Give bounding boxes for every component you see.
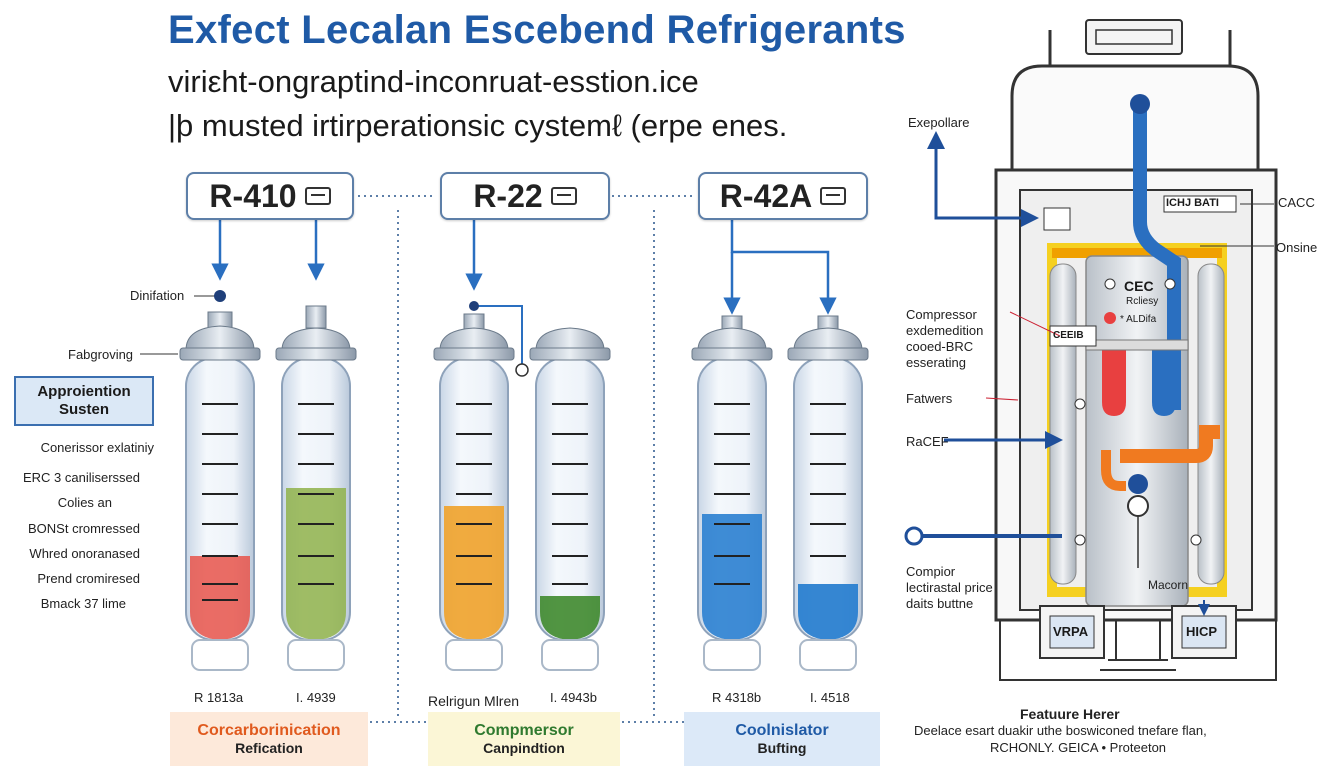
feature-line-2: RCHONLY. GEICA • Proteeton bbox=[990, 740, 1167, 755]
bottom-box-title: Corcarborinication bbox=[197, 722, 341, 739]
refrigerant-label: R-22 bbox=[473, 177, 543, 214]
refrigerant-box-r42a[interactable]: R-42A bbox=[698, 172, 868, 220]
label-compior-2: lectirastal price bbox=[906, 580, 993, 595]
inner-marker-label: * ALDifa bbox=[1120, 314, 1157, 325]
left-list-item: Colies an bbox=[57, 495, 112, 510]
approiention-box: Approiention Susten bbox=[14, 376, 154, 426]
cylinder-r22-a bbox=[433, 313, 515, 671]
base-left-label: VRPA bbox=[1053, 624, 1089, 639]
left-list-item: Whred onoranased bbox=[29, 546, 140, 561]
cylinder-label: I. 4518 bbox=[810, 690, 850, 705]
bottom-box-coolnislator: Coolnislator Bufting bbox=[684, 712, 880, 766]
approiention-box-line1: Approiention bbox=[37, 383, 131, 400]
inner-ceo-label: CEC bbox=[1124, 278, 1154, 294]
cylinder-diagram bbox=[140, 195, 869, 723]
inner-top-panel-label: ICHJ BATI bbox=[1166, 197, 1219, 209]
refrigerant-label: R-42A bbox=[719, 177, 813, 214]
inner-macorn-label: Macorn bbox=[1148, 578, 1189, 592]
tag-icon bbox=[304, 187, 331, 205]
refrigerant-box-r22[interactable]: R-22 bbox=[440, 172, 610, 220]
inner-pane-label: CEEIB bbox=[1053, 330, 1084, 341]
cylinder-r42a-b bbox=[787, 315, 869, 671]
refrigeration-unit-diagram bbox=[904, 19, 1278, 681]
cylinder-label: R 4318b bbox=[712, 690, 762, 705]
callout-dinifation: Dinifation bbox=[130, 288, 185, 303]
cylinder-label: R 1813a bbox=[194, 690, 244, 705]
bottom-box-subtitle: Refication bbox=[235, 740, 303, 756]
label-onsine: Onsine bbox=[1276, 240, 1318, 255]
label-compior-3: daits buttne bbox=[906, 596, 974, 611]
label-compressor: Compressor bbox=[906, 307, 977, 322]
feature-line-1: Deelace esart duakir uthe boswiconed tne… bbox=[914, 723, 1207, 738]
left-list-item: ERC 3 caniliserssed bbox=[22, 470, 140, 485]
bottom-box-subtitle: Canpindtion bbox=[483, 740, 565, 756]
left-list-item: Conerissor exlatiniy bbox=[40, 440, 154, 455]
left-list-item: BONSt cromressed bbox=[28, 521, 140, 536]
label-racef: RaCEF bbox=[906, 434, 949, 449]
cylinder-label: I. 4939 bbox=[296, 690, 336, 705]
page-title: Exfect Lecalan Escebend Refrigerants bbox=[168, 8, 906, 52]
inner-ceo-sub-label: Rcliesy bbox=[1126, 296, 1159, 307]
cylinder-label: I. 4943b bbox=[550, 690, 597, 705]
subtitle-line-2: |þ musted irtirperationsic cystemℓ (erpe… bbox=[168, 108, 788, 143]
refrigerant-box-r410[interactable]: R-410 bbox=[186, 172, 354, 220]
bottom-box-corcarborinication: Corcarborinication Refication bbox=[170, 712, 368, 766]
cylinder-r410-a bbox=[179, 311, 261, 671]
label-compressor-2: exdemedition bbox=[906, 323, 984, 338]
label-compressor-3: cooed-BRC bbox=[906, 339, 974, 354]
pipe-node bbox=[214, 290, 226, 302]
graduation-ticks bbox=[202, 403, 846, 601]
left-list-item: Prend cromiresed bbox=[37, 571, 140, 586]
flow-arrow bbox=[730, 218, 837, 315]
refrigerant-label: R-410 bbox=[209, 177, 297, 214]
bottom-box-title: Compmersor bbox=[474, 722, 574, 739]
subtitle-line-1: viriεht-ongraptind-inconruat-esstion.ice bbox=[168, 64, 699, 99]
label-compior: Compior bbox=[906, 564, 956, 579]
cylinder-r22-b bbox=[529, 327, 611, 671]
cylinder-label: Relrigun Mlren bbox=[428, 693, 520, 709]
tag-icon bbox=[550, 187, 577, 205]
bottom-box-title: Coolnislator bbox=[735, 722, 829, 739]
label-exepollare: Exepollare bbox=[908, 115, 970, 130]
cylinder-r410-b bbox=[275, 305, 357, 671]
pipe-node bbox=[469, 301, 479, 311]
left-list-item: Bmack 37 lime bbox=[40, 596, 126, 611]
cylinder-r42a-a bbox=[691, 315, 773, 671]
base-right-label: HICP bbox=[1186, 624, 1218, 639]
label-compressor-4: esserating bbox=[906, 355, 966, 370]
pipe-node bbox=[515, 363, 529, 377]
pipe-line bbox=[474, 305, 523, 364]
callout-fabgroving: Fabgroving bbox=[68, 347, 134, 362]
feature-title: Featuure Herer bbox=[1020, 706, 1120, 722]
bottom-box-subtitle: Bufting bbox=[757, 740, 807, 756]
approiention-box-line2: Susten bbox=[58, 401, 109, 418]
label-cacc: CACC bbox=[1278, 195, 1315, 210]
label-fatwers: Fatwers bbox=[906, 391, 953, 406]
bottom-box-compmersor: Compmersor Canpindtion bbox=[428, 712, 620, 766]
tag-icon bbox=[820, 187, 847, 205]
